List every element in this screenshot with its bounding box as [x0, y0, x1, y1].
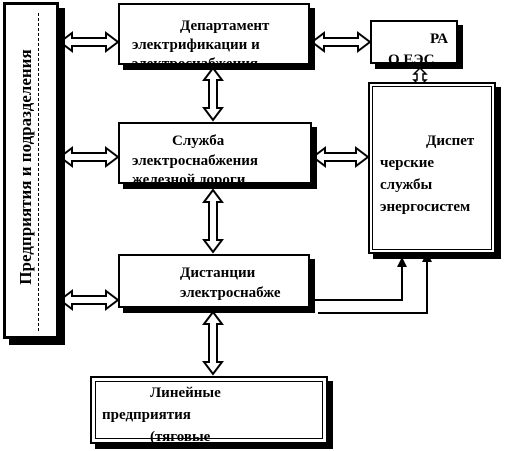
dispatch-line1: Диспет: [426, 133, 475, 149]
linear-line2: предприятия: [102, 407, 191, 423]
service-line3: железной дороги: [132, 172, 246, 184]
arrow-left-service: [58, 146, 120, 168]
arrow-service-dispatch: [311, 146, 370, 168]
arrow-left-department: [58, 31, 120, 53]
dispatch-line3: службы: [380, 177, 433, 193]
dispatch-line4: энергосистем: [380, 199, 471, 215]
dispatch-line2: черские: [380, 155, 435, 171]
line-distance-dispatch-inner: [310, 257, 407, 301]
linear-line1: Линейные: [150, 385, 221, 401]
dispatch-inner-frame: [372, 86, 492, 250]
department-line3: электроснабжения: [132, 56, 258, 65]
arrow-service-distance: [202, 188, 224, 254]
department-line2: электрификации и: [132, 37, 260, 53]
distance-box: Дистанции электроснабже: [118, 254, 310, 308]
enterprises-column-label: Предприятия и подразделения: [16, 49, 35, 285]
distance-line1: Дистанции: [180, 265, 256, 281]
service-box: Служба электроснабжения железной дороги: [118, 122, 312, 184]
ra-box: РА О ЕЭС: [370, 20, 458, 64]
column-divider: [38, 13, 40, 331]
department-box: Департамент электрификации и электроснаб…: [118, 3, 310, 65]
linear-inner-frame: [95, 381, 323, 439]
ra-line1: РА: [430, 31, 449, 47]
linear-line3: (тяговые: [150, 429, 211, 444]
distance-line2: электроснабже: [180, 285, 281, 301]
service-line1: Служба: [172, 133, 225, 149]
service-line2: электроснабжения: [132, 153, 258, 169]
arrow-department-service: [202, 66, 224, 122]
arrow-distance-linear: [202, 310, 224, 376]
linear-enterprises-box: Линейные предприятия (тяговые: [90, 376, 328, 444]
department-line1: Департамент: [180, 18, 270, 34]
dispatch-box: Диспет черские службы энергосистем: [368, 82, 496, 254]
enterprises-column: Предприятия и подразделения: [3, 2, 59, 339]
ra-line2: О ЕЭС: [388, 52, 435, 64]
arrow-department-ra: [310, 31, 372, 53]
arrow-left-distance: [58, 289, 120, 311]
line-distance-dispatch-outer: [318, 252, 432, 314]
